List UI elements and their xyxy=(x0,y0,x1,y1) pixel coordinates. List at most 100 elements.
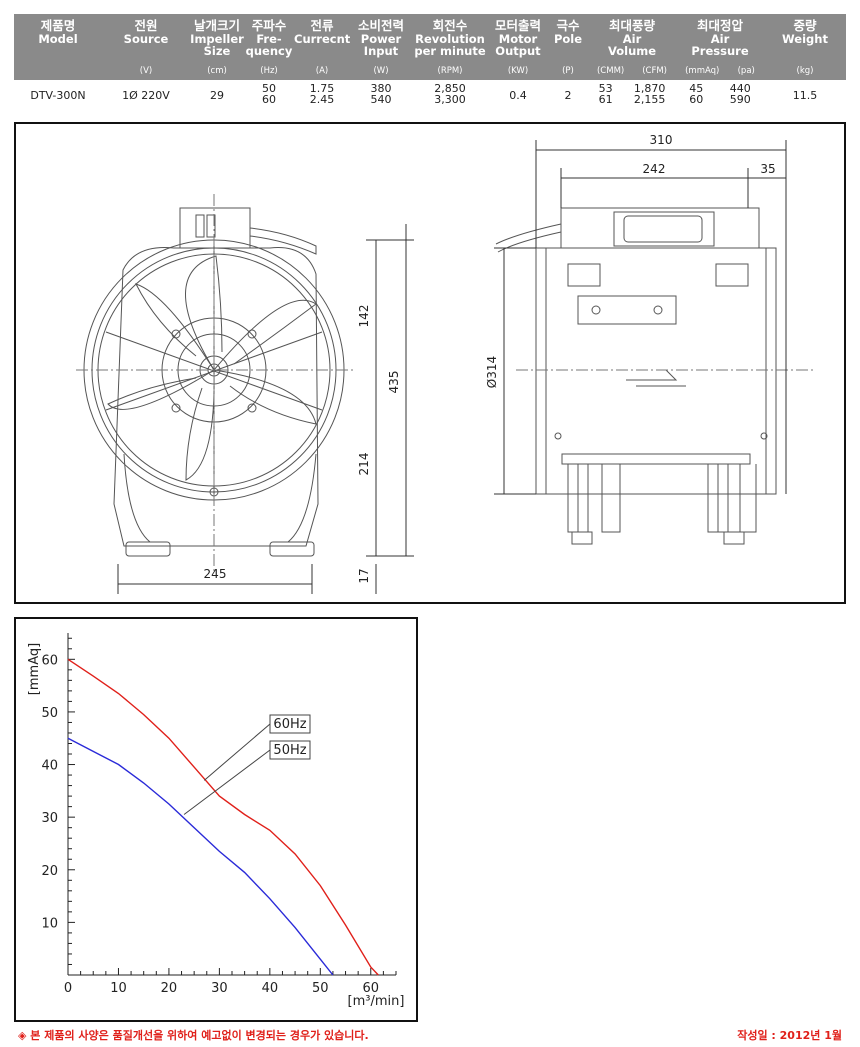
header-revolution-line: per minute xyxy=(414,44,486,58)
cell-model: DTV-300N xyxy=(14,81,102,111)
header-frequency-line: 주파수 xyxy=(251,18,287,33)
header-source-unit: (V) xyxy=(139,66,153,76)
header-current-line: 전류 xyxy=(310,18,334,33)
cell-weight: 11.5 xyxy=(764,81,846,111)
cell-airvolume-value: 2,155 xyxy=(633,93,666,106)
footer-notice: ◈ 본 제품의 사양은 품질개선을 위하여 예고없이 변경되는 경우가 있습니다… xyxy=(18,1029,369,1042)
y-axis-label: [mmAq] xyxy=(27,643,42,695)
cell-pressure-value: 440 xyxy=(729,82,751,95)
legend-label-60Hz: 60Hz xyxy=(273,717,306,732)
cell-impeller-value: 29 xyxy=(210,89,224,102)
cell-airvolume-value: 1,870 xyxy=(633,82,666,95)
cell-motor: 0.4 xyxy=(488,81,548,111)
y-tick-label: 60 xyxy=(41,653,58,668)
cell-pressure-value: 45 xyxy=(689,82,704,95)
x-tick-label: 0 xyxy=(64,981,72,996)
cell-airvolume-value: 61 xyxy=(598,93,613,106)
cell-frequency-value: 60 xyxy=(262,93,276,106)
cell-impeller: 29 xyxy=(190,81,244,111)
dim-front-base: 17 xyxy=(357,568,371,583)
x-axis-label: [m³/min] xyxy=(348,994,405,1009)
cell-revolution-value: 3,300 xyxy=(434,93,466,106)
cell-source: 1Ø 220V xyxy=(102,81,190,111)
header-airvolume-line: 최대풍량 xyxy=(608,18,655,33)
switch-icon xyxy=(195,214,205,238)
x-tick-label: 30 xyxy=(211,981,228,996)
cell-model-value: DTV-300N xyxy=(30,89,86,102)
cell-motor-value: 0.4 xyxy=(509,89,527,102)
header-revolution-line: 회전수 xyxy=(432,18,468,33)
header-power-line: 소비전력 xyxy=(357,18,404,33)
header-current-line: Currecnt xyxy=(294,32,351,46)
header-impeller-unit: (cm) xyxy=(207,66,227,76)
callout-box xyxy=(269,740,311,760)
x-tick-label: 50 xyxy=(312,981,329,996)
y-tick-label: 40 xyxy=(41,759,58,774)
header-pressure-unit: (pa) xyxy=(737,66,755,76)
header-motor-line: 모터출력 xyxy=(494,18,541,33)
header-pole-line: 극수 xyxy=(556,18,580,33)
cell-airvolume: 53 1,870 61 2,155 xyxy=(588,81,676,111)
dim-side-body: 242 xyxy=(643,162,666,176)
y-tick-label: 20 xyxy=(41,864,58,879)
header-frequency-line: Fre- xyxy=(256,32,282,46)
dim-side-diameter: Ø314 xyxy=(485,356,499,388)
dim-front-width: 245 xyxy=(204,567,227,581)
header-airvolume-line: Volume xyxy=(607,44,657,58)
header-pressure-line: Air xyxy=(710,32,730,46)
y-tick-label: 50 xyxy=(41,706,58,721)
header-source-line: 전원 xyxy=(134,18,158,33)
cell-current-value: 2.45 xyxy=(309,93,335,106)
x-tick-label: 20 xyxy=(161,981,178,996)
x-tick-label: 10 xyxy=(110,981,127,996)
header-pole-unit: (P) xyxy=(562,66,574,76)
header-current-unit: (A) xyxy=(315,66,329,76)
header-weight-line: Weight xyxy=(782,32,828,46)
header-airvolume-line: Air xyxy=(622,32,642,46)
header-pressure-unit: (mmAq) xyxy=(685,66,720,76)
header-pressure-line: 최대정압 xyxy=(696,18,743,33)
cell-power-value: 380 xyxy=(370,82,392,95)
cell-airvolume-value: 53 xyxy=(598,82,613,95)
cell-source-value: 1Ø 220V xyxy=(122,89,170,102)
legend-label-50Hz: 50Hz xyxy=(273,743,306,758)
callout-leader xyxy=(203,723,271,781)
callout-leader xyxy=(183,749,271,815)
dim-front-upper: 142 xyxy=(357,305,371,328)
cell-power-value: 540 xyxy=(370,93,392,106)
dim-front-lower: 214 xyxy=(357,453,371,476)
cell-pole-value: 2 xyxy=(564,89,572,102)
y-tick-label: 30 xyxy=(41,811,58,826)
header-impeller-line: Size xyxy=(203,44,231,58)
dim-side-length: 310 xyxy=(650,133,673,147)
header-power-line: Input xyxy=(363,44,399,58)
dim-side-offset: 35 xyxy=(760,162,775,176)
cell-pressure-value: 590 xyxy=(729,93,751,106)
series-line-60Hz xyxy=(67,658,379,976)
header-pole-line: Pole xyxy=(553,32,583,46)
header-motor-line: Output xyxy=(495,44,541,58)
header-impeller-line: 날개크기 xyxy=(193,18,240,33)
header-airvolume-unit: (CMM) xyxy=(596,66,625,76)
callout-box xyxy=(269,714,311,734)
header-power-line: Power xyxy=(360,32,402,46)
header-model-line: 제품명 xyxy=(40,18,76,33)
header-motor-unit: (KW) xyxy=(507,66,529,76)
cell-revolution-value: 2,850 xyxy=(434,82,466,95)
header-weight-line: 중량 xyxy=(793,18,817,33)
header-source-line: Source xyxy=(123,32,169,46)
header-airvolume-unit: (CFM) xyxy=(642,66,667,76)
header-motor-line: Motor xyxy=(498,32,538,46)
